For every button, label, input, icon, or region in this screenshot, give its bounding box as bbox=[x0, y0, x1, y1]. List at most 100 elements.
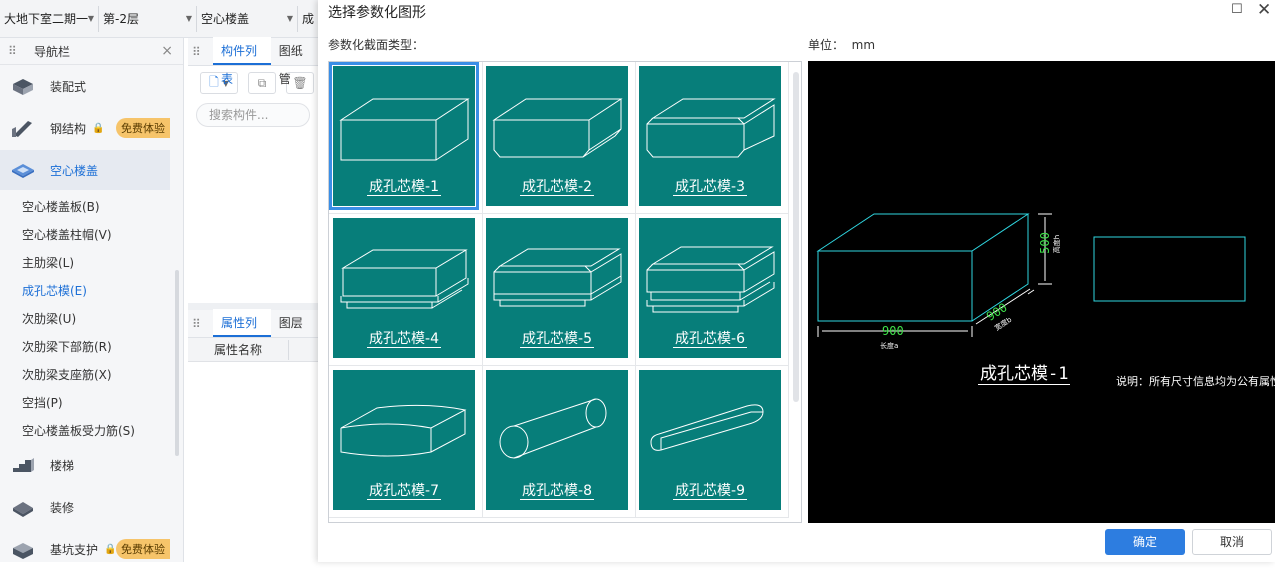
chevron-down-icon: ▼ bbox=[185, 13, 192, 23]
close-icon[interactable]: ✕ bbox=[1257, 0, 1272, 20]
drag-handle-icon[interactable]: ⠿ bbox=[192, 317, 201, 331]
property-table-header: 属性名称 bbox=[188, 338, 318, 362]
close-icon[interactable]: × bbox=[161, 43, 173, 59]
free-trial-badge[interactable]: 免费体验 bbox=[116, 539, 170, 559]
floor-value: 第-2层 bbox=[103, 12, 139, 26]
shape-tile-9[interactable]: 成孔芯模-9 bbox=[635, 366, 789, 518]
shape-preview: 500 高度h 900 长度a 900 宽度b 成孔芯模-1 说明：所有尺寸信息… bbox=[808, 61, 1275, 523]
tab-component-list[interactable]: 构件列表 bbox=[213, 37, 271, 86]
nav-subitem-void[interactable]: 空挡(P) bbox=[22, 396, 63, 410]
panel-divider[interactable] bbox=[188, 303, 318, 311]
nav-subitem-hole-core-mold[interactable]: 成孔芯模(E) bbox=[22, 284, 87, 298]
nav-subitem-stress-bar[interactable]: 空心楼盖板受力筋(S) bbox=[22, 424, 135, 438]
property-name-header: 属性名称 bbox=[214, 343, 263, 357]
new-component-button[interactable]: 🗋▼ bbox=[200, 72, 238, 94]
core-mold-3-icon bbox=[646, 98, 776, 158]
stairs-icon bbox=[13, 458, 34, 472]
core-mold-9-icon bbox=[650, 404, 764, 451]
shape-tile-body: 成孔芯模-2 bbox=[486, 66, 628, 206]
shape-tile-body: 成孔芯模-1 bbox=[329, 62, 479, 210]
component-search-input[interactable]: 搜索构件... bbox=[196, 103, 310, 127]
column-divider bbox=[288, 340, 289, 360]
tab-drawing-manager[interactable]: 图纸管 bbox=[278, 44, 303, 86]
floor-toolbar: 大地下室二期一 ▼ 第-2层 ▼ 空心楼盖 ▼ 成 bbox=[0, 0, 318, 38]
preview-drawing bbox=[816, 213, 1246, 337]
nav-category-decoration[interactable]: 装修 bbox=[0, 487, 170, 527]
copy-button[interactable]: ⧉ bbox=[248, 72, 276, 94]
new-file-icon: 🗋 bbox=[209, 74, 219, 89]
nav-subitem-secondary-support-bar[interactable]: 次肋梁支座筋(X) bbox=[22, 368, 112, 382]
component-panel: ⠿ 构件列表 图纸管 🗋▼ ⧉ 🗑 搜索构件... ⠿ 属性列表 图层管 属性名… bbox=[188, 37, 318, 562]
shape-tile-1[interactable]: 成孔芯模-1 bbox=[329, 62, 483, 214]
tab-property-list[interactable]: 属性列表 bbox=[213, 309, 271, 358]
height-dimension-label: 高度h bbox=[1053, 234, 1062, 254]
free-trial-badge[interactable]: 免费体验 bbox=[116, 118, 170, 138]
floor-select[interactable]: 第-2层 ▼ bbox=[99, 5, 197, 32]
shape-tile-2[interactable]: 成孔芯模-2 bbox=[482, 62, 636, 214]
nav-subitem-secondary-rib-beam[interactable]: 次肋梁(U) bbox=[22, 312, 77, 326]
lock-icon: 🔒 bbox=[92, 122, 105, 134]
nav-category-stairs[interactable]: 楼梯 bbox=[0, 445, 170, 485]
shape-tile-4[interactable]: 成孔芯模-4 bbox=[329, 214, 483, 366]
chevron-down-icon: ▼ bbox=[223, 79, 229, 88]
category-select[interactable]: 空心楼盖 ▼ bbox=[197, 5, 298, 32]
hollow-slab-icon bbox=[12, 164, 34, 178]
preview-shape-name: 成孔芯模-1 bbox=[978, 359, 1071, 385]
delete-button[interactable]: 🗑 bbox=[286, 72, 314, 94]
floor-group-value: 大地下室二期一 bbox=[4, 12, 89, 26]
shape-tile-3[interactable]: 成孔芯模-3 bbox=[635, 62, 789, 214]
cancel-button[interactable]: 取消 bbox=[1192, 529, 1272, 555]
shape-tile-8[interactable]: 成孔芯模-8 bbox=[482, 366, 636, 518]
shape-tile-body: 成孔芯模-5 bbox=[486, 218, 628, 358]
floor-group-select[interactable]: 大地下室二期一 ▼ bbox=[0, 5, 99, 32]
shape-tile-7[interactable]: 成孔芯模-7 bbox=[329, 366, 483, 518]
tab-layer-manager[interactable]: 图层管 bbox=[278, 316, 303, 358]
nav-category-prefab[interactable]: 装配式 bbox=[0, 66, 170, 106]
drag-handle-icon[interactable]: ⠿ bbox=[192, 45, 201, 59]
shape-caption: 成孔芯模-5 bbox=[520, 331, 594, 348]
drag-handle-icon[interactable]: ⠿ bbox=[8, 44, 17, 58]
nav-header: ⠿ 导航栏 × bbox=[0, 38, 183, 65]
component-toolbar: 🗋▼ ⧉ 🗑 bbox=[188, 66, 318, 100]
property-tabs: ⠿ 属性列表 图层管 bbox=[188, 309, 318, 358]
nav-subitem-secondary-bottom-bar[interactable]: 次肋梁下部筋(R) bbox=[22, 340, 112, 354]
shape-caption: 成孔芯模-7 bbox=[367, 483, 441, 500]
length-dimension-label: 长度a bbox=[880, 342, 899, 350]
maximize-icon[interactable]: ☐ bbox=[1231, 2, 1243, 17]
shape-caption: 成孔芯模-1 bbox=[367, 179, 441, 196]
length-dimension: 900 bbox=[882, 324, 904, 338]
shape-caption: 成孔芯模-2 bbox=[520, 179, 594, 196]
trash-icon: 🗑 bbox=[292, 76, 308, 90]
nav-category-label: 装修 bbox=[50, 500, 75, 515]
shape-tile-body: 成孔芯模-8 bbox=[486, 370, 628, 510]
shape-caption: 成孔芯模-9 bbox=[673, 483, 747, 500]
component-type-select[interactable]: 成 bbox=[298, 6, 318, 32]
foundation-pit-icon bbox=[13, 543, 33, 559]
shape-tile-body: 成孔芯模-4 bbox=[333, 218, 475, 358]
gallery-scrollbar[interactable] bbox=[793, 72, 799, 402]
chevron-down-icon: ▼ bbox=[87, 13, 94, 23]
nav-title: 导航栏 bbox=[34, 44, 71, 59]
navigation-panel: ⠿ 导航栏 × 装配式 钢结构 🔒 免费体验 空心楼盖 空心楼盖板(B) 空心楼… bbox=[0, 38, 184, 562]
copy-icon: ⧉ bbox=[257, 75, 267, 90]
lock-icon: 🔒 bbox=[104, 543, 117, 555]
shape-tile-body: 成孔芯模-6 bbox=[639, 218, 781, 358]
core-mold-7-icon bbox=[340, 404, 467, 457]
shape-gallery: 成孔芯模-1 成孔芯模-2 成孔芯模-3 bbox=[328, 61, 802, 523]
prefab-icon bbox=[13, 79, 33, 95]
preview-note: 说明：所有尺寸信息均为公有属性 bbox=[1116, 375, 1275, 388]
nav-subitem-main-rib-beam[interactable]: 主肋梁(L) bbox=[22, 256, 75, 270]
category-value: 空心楼盖 bbox=[201, 12, 250, 26]
nav-subitem-hollow-slab-board[interactable]: 空心楼盖板(B) bbox=[22, 200, 100, 214]
ok-button[interactable]: 确定 bbox=[1105, 529, 1185, 555]
nav-category-steel[interactable]: 钢结构 🔒 免费体验 bbox=[0, 108, 170, 148]
nav-scrollbar[interactable] bbox=[175, 270, 179, 456]
parametric-shape-dialog: 选择参数化图形 ☐ ✕ 参数化截面类型： 单位： mm 成孔芯模-1 成孔芯模-… bbox=[318, 0, 1275, 562]
core-mold-2-icon bbox=[492, 98, 623, 158]
nav-category-hollow-slab[interactable]: 空心楼盖 bbox=[0, 150, 170, 190]
nav-category-foundation-pit[interactable]: 基坑支护 🔒 免费体验 bbox=[0, 529, 170, 569]
shape-tile-6[interactable]: 成孔芯模-6 bbox=[635, 214, 789, 366]
height-dimension: 500 bbox=[1037, 232, 1052, 254]
nav-subitem-column-cap[interactable]: 空心楼盖柱帽(V) bbox=[22, 228, 112, 242]
shape-tile-5[interactable]: 成孔芯模-5 bbox=[482, 214, 636, 366]
